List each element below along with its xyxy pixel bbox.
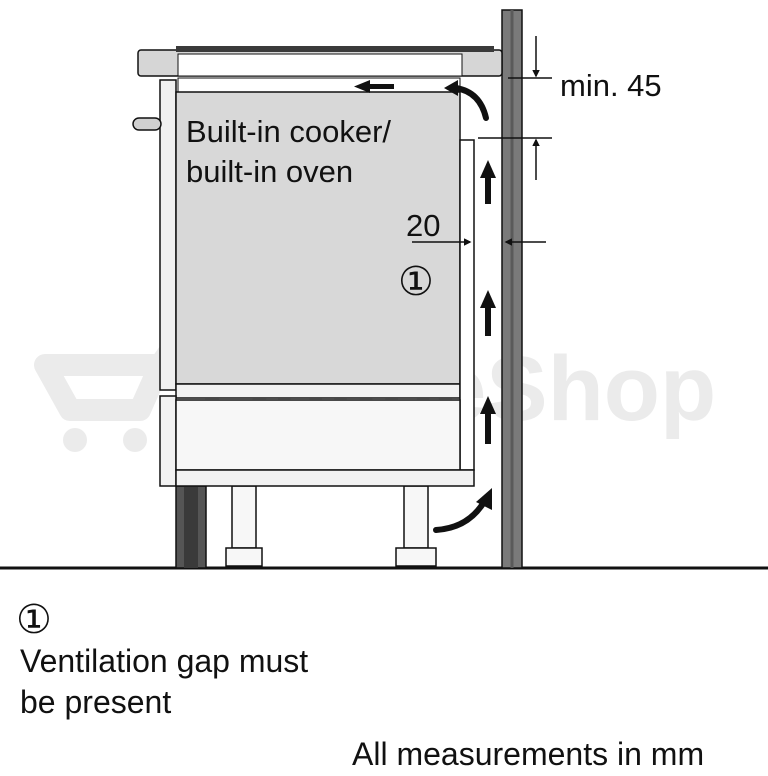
arrow-left-icon [354, 80, 394, 93]
cabinet-legs [225, 485, 437, 567]
side-gap-label: 20 [406, 208, 441, 243]
legend-text-line1: Ventilation gap must [20, 643, 309, 679]
curved-arrow-icon [433, 488, 492, 533]
worktop [137, 46, 503, 77]
legend-text-line2: be present [20, 684, 172, 720]
airflow-arrows [480, 160, 496, 444]
cooker-frame [132, 77, 475, 471]
appliance-label-line1: Built-in cooker/ [186, 114, 392, 149]
curved-arrow-icon [444, 80, 489, 121]
top-gap-label: min. 45 [560, 68, 662, 103]
legend-marker-1: ① [16, 597, 52, 643]
arrow-up-icon [480, 396, 496, 444]
callout-marker-1: ① [398, 259, 434, 305]
measurement-note: All measurements in mm [352, 736, 705, 772]
drawer-cabinet [159, 395, 475, 487]
appliance-label-line2: built-in oven [186, 154, 354, 189]
dimension-arrow-icon [412, 36, 552, 246]
arrow-up-icon [480, 290, 496, 336]
arrow-up-icon [480, 160, 496, 204]
oven-panel [175, 91, 461, 385]
